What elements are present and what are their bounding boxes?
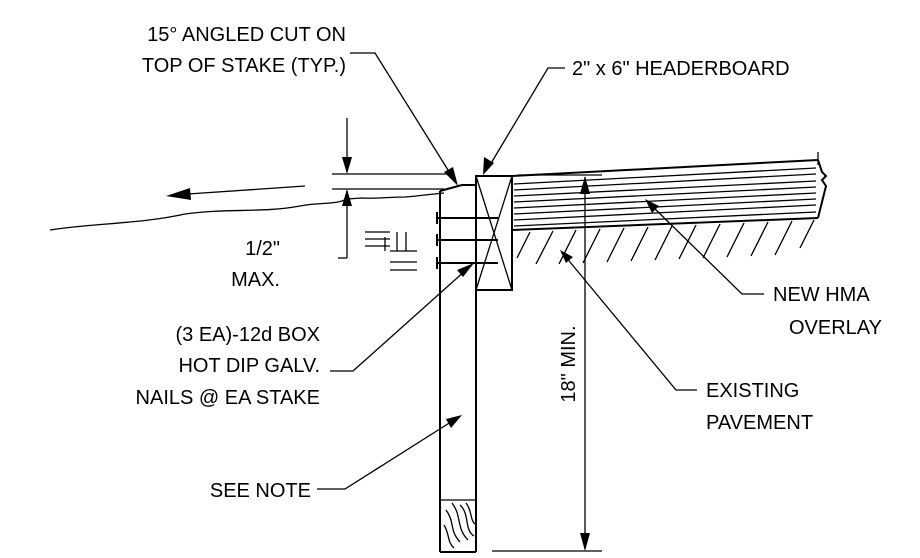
half-inch-label: 1/2" — [245, 238, 280, 260]
angled-cut-label-line-2: TOP OF STAKE (TYP.) — [142, 55, 346, 77]
hma-label-line-2: OVERLAY — [789, 317, 882, 339]
existing-label-line-2: PAVEMENT — [706, 412, 813, 434]
ground-line — [49, 192, 445, 231]
nails-label-line-2: HOT DIP GALV. — [178, 355, 320, 377]
depth-dimension — [492, 174, 602, 552]
leader-nails — [330, 263, 474, 372]
headerboard-label: 2" x 6" HEADERBOARD — [572, 58, 790, 80]
existing-pavement — [516, 219, 815, 265]
min-depth-label: 18" MIN. — [558, 325, 580, 402]
angled-cut-label-line-1: 15° ANGLED CUT ON — [147, 24, 346, 46]
leader-existing — [560, 250, 697, 391]
nails-label-line-3: NAILS @ EA STAKE — [136, 387, 320, 409]
flow-arrow — [166, 185, 306, 200]
leader-angled-cut — [350, 52, 458, 186]
max-label: MAX. — [231, 269, 280, 291]
existing-label-line-1: EXISTING — [706, 380, 799, 402]
surface-symbol — [365, 231, 417, 271]
leader-hma — [645, 199, 764, 295]
hma-overlay — [511, 152, 828, 231]
hma-label-line-1: NEW HMA — [773, 284, 870, 306]
nails-label-line-1: (3 EA)-12d BOX — [175, 324, 320, 346]
headerboard — [475, 175, 513, 291]
half-inch-dimension — [332, 118, 452, 259]
see-note-label: SEE NOTE — [210, 480, 311, 502]
leader-see-note — [317, 415, 462, 490]
leader-headerboard — [483, 67, 565, 175]
nails — [436, 212, 498, 269]
